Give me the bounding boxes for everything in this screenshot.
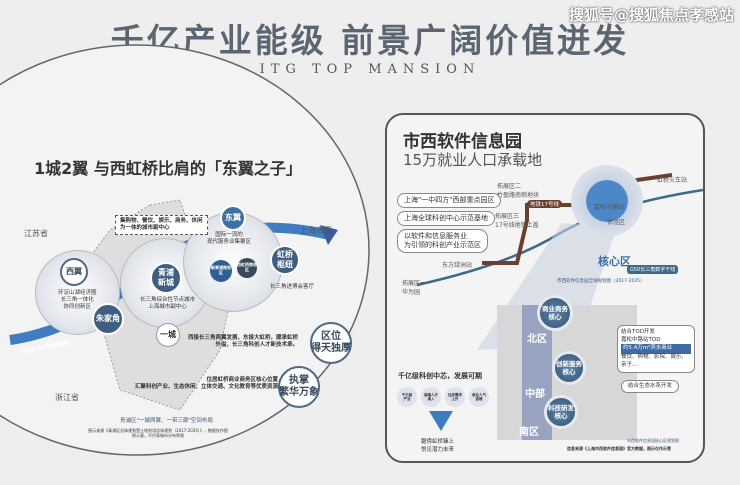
panel-title: 市西软件信息园 bbox=[403, 132, 522, 152]
node-hongqiao: 虹桥 枢纽 bbox=[270, 245, 300, 275]
line17-tag: 地铁17号线 bbox=[527, 200, 562, 208]
map-caption: 青浦区"一城两翼、一带三廊"空间布局 bbox=[120, 418, 214, 424]
desc-location: 西接长三角两翼发展，东接大虹桥，顺承虹桥 外溢，长三角科创人才新技术承。 bbox=[188, 335, 299, 349]
tod-highlight: 约5.4万m²滨水商业 bbox=[621, 344, 691, 355]
core-innovation: 创新服务 核心 bbox=[552, 351, 586, 385]
label-xujing: 徐泾区 bbox=[607, 219, 626, 226]
label-shanghai: 上海市区 bbox=[300, 226, 332, 235]
node-new-qingpu-cbd: 新青浦商务区 bbox=[210, 260, 232, 282]
chain-item: 商业人气 递增 bbox=[469, 387, 489, 407]
tod-line2: 嘉松中路站TOD bbox=[621, 336, 661, 343]
district-middle: 中部 bbox=[525, 389, 545, 400]
feature-pill: 以软件和信息服务业 为引领的科创产业示范区 bbox=[397, 229, 488, 254]
node-xiyi: 西翼 bbox=[60, 258, 88, 286]
tod-line1: 结合TOD开发 bbox=[621, 329, 655, 335]
chain-item: 住房需求 上升 bbox=[445, 387, 465, 407]
core-area-label: 核心区 bbox=[598, 255, 631, 268]
core-commercial: 商业商务 核心 bbox=[537, 295, 573, 331]
chain-item: 高端人才 涌入 bbox=[421, 387, 441, 407]
tod-box: 结合TOD开发 嘉松中路站TOD 约5.4万m²滨水商业 餐饮、购物、影院、娱乐… bbox=[617, 325, 695, 374]
badge-location: 区位 得天独厚 bbox=[310, 322, 352, 364]
node-yicheng: 一城 bbox=[156, 323, 180, 347]
node-dongyi: 东翼 bbox=[220, 205, 246, 231]
badge-prosperity: 执掌 繁华万象 bbox=[278, 366, 320, 408]
g50-tag: G50长三角数字干线 bbox=[627, 265, 679, 274]
watermark: 搜狐号@搜狐焦点孝感站 bbox=[568, 6, 734, 24]
chain-item: 千亿级 产业 bbox=[397, 387, 417, 407]
feature-pill: 上海"一中四方"西部重点园区 bbox=[397, 193, 502, 209]
expansion-3: 拓展区三 17号线地铁上盖 bbox=[495, 213, 539, 229]
core-area-circle bbox=[571, 165, 643, 237]
tod-line3: 餐饮、购物、影院、娱乐、亲子... bbox=[621, 354, 688, 368]
footer-caption: 市西软件信息园核心区规划图 bbox=[627, 438, 679, 443]
district-north: 北区 bbox=[527, 334, 547, 345]
qingpu-desc: 长三角综合性节点城市 上海城市副中心 bbox=[140, 297, 196, 311]
park-map bbox=[416, 173, 703, 440]
chain-title: 千亿级科创中芯，发展可期 bbox=[398, 372, 482, 380]
xiyi-desc: 环淀山湖经济圈 长三角一体化 协同创新区 bbox=[58, 290, 97, 311]
station-jiasongzhong: 嘉松中路站 bbox=[594, 204, 625, 211]
map-footnote: 图示来源《青浦区总体规划暨土地利用总体规划（2017-2035）》，数据仅作图例… bbox=[88, 428, 228, 439]
station-dongfang: 东方绿洲站 bbox=[442, 262, 473, 269]
funnel-icon bbox=[429, 411, 453, 431]
eco-box: 结合生态水系开发 bbox=[621, 380, 680, 394]
node-west-hongqiao-cbd: 西虹桥商务区 bbox=[237, 258, 257, 278]
chain-result: 踞傍虹桥臻上 悦见潜力未来 bbox=[421, 439, 455, 453]
station-hongqiao: 虹桥火车站 bbox=[657, 177, 688, 184]
core-research: 科技研发 核心 bbox=[544, 395, 578, 429]
page-subtitle: ITG TOP MANSION bbox=[259, 62, 481, 77]
label-jiangsu: 江苏省 bbox=[24, 229, 48, 238]
feature-pill: 上海全球科创中心示范基地 bbox=[397, 211, 495, 227]
expansion-1: 拓展区一 华为园 bbox=[402, 280, 427, 296]
chain-row: 千亿级 产业 高端人才 涌入 住房需求 上升 商业人气 递增 bbox=[397, 387, 489, 407]
plan-caption: 市西软件信息园全域规划图（2017-2035） bbox=[557, 279, 645, 284]
arrow-head-icon bbox=[320, 225, 338, 245]
callout-box: 集购物、餐饮、娱乐、商务、休闲 为一体的城市副中心 bbox=[115, 215, 208, 236]
node-zhujiajiao: 朱家角 bbox=[92, 303, 124, 335]
left-title: 1城2翼 与西虹桥比肩的「东翼之子」 bbox=[34, 159, 302, 178]
footer-source: 信息来源《上海市西软件信息园》官方数据，图示仅作示意 bbox=[567, 446, 671, 451]
panel-subtitle: 15万就业人口承载地 bbox=[403, 151, 543, 169]
hongqiao-desc: 长三角进博会客厅 bbox=[270, 284, 315, 290]
dongyi-desc: 国际一流的 现代服务业集聚区 bbox=[207, 232, 252, 246]
desc-prosperity: 位居虹桥商业商务区核心位置， 汇聚科创产业、生态休闲、立体交通、文化教育等优质资… bbox=[135, 377, 284, 391]
label-zhejiang: 浙江省 bbox=[55, 393, 79, 402]
software-park-panel: 市西软件信息园 15万就业人口承载地 核心区 上海"一中四方"西部重点园区 上海… bbox=[385, 113, 705, 463]
district-south: 南区 bbox=[519, 427, 539, 438]
node-qingpu: 青浦 新城 bbox=[150, 262, 182, 294]
expansion-2: 拓展区二 竹盈路南侧地块 bbox=[497, 183, 540, 199]
